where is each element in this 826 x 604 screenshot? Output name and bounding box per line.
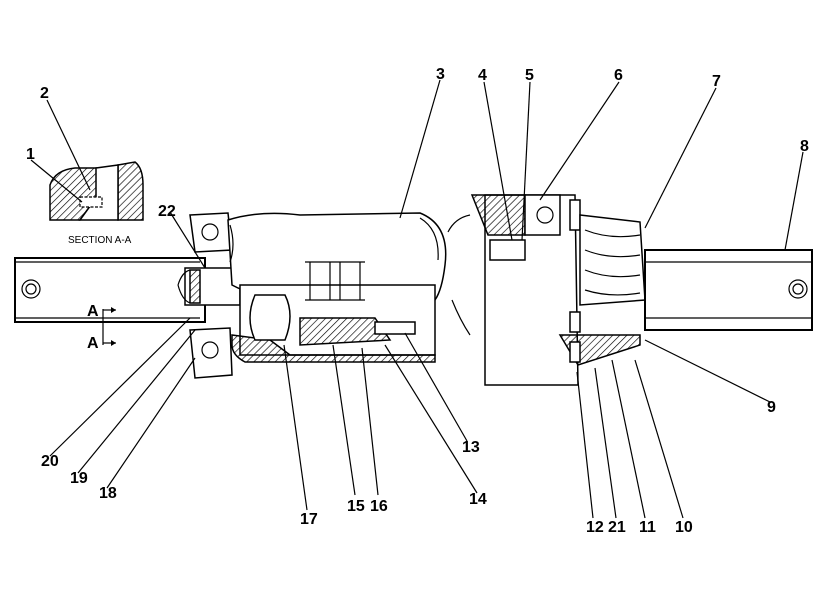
callout-6: 6 xyxy=(614,67,623,84)
callout-9: 9 xyxy=(767,399,776,416)
callout-4: 4 xyxy=(478,67,487,84)
callout-1: 1 xyxy=(26,146,35,163)
callout-15: 15 xyxy=(347,498,365,515)
callout-8: 8 xyxy=(800,138,809,155)
section-markers: A A xyxy=(87,303,116,352)
flange-coupling xyxy=(447,194,641,386)
leader-lines xyxy=(30,79,804,519)
section-marker-bottom: A xyxy=(87,335,99,352)
callout-21: 21 xyxy=(608,519,626,536)
callout-20: 20 xyxy=(41,453,59,470)
callout-14: 14 xyxy=(469,491,487,508)
callout-11: 11 xyxy=(639,519,656,536)
callout-19: 19 xyxy=(70,470,88,487)
right-yoke xyxy=(579,214,813,331)
callout-22: 22 xyxy=(158,203,176,220)
callout-labels: 1 2 3 4 5 6 7 8 9 10 11 12 13 14 15 16 1… xyxy=(26,66,809,536)
slip-yoke-tube xyxy=(227,212,447,363)
callout-3: 3 xyxy=(436,66,445,83)
callout-16: 16 xyxy=(370,498,388,515)
callout-17: 17 xyxy=(300,511,318,528)
callout-5: 5 xyxy=(525,67,534,84)
callout-7: 7 xyxy=(712,73,721,90)
callout-12: 12 xyxy=(586,519,604,536)
section-label: SECTION A-A xyxy=(68,235,132,246)
section-marker-top: A xyxy=(87,303,99,320)
callout-2: 2 xyxy=(40,85,49,102)
section-a-a-inset: SECTION A-A xyxy=(49,161,144,246)
callout-10: 10 xyxy=(675,519,693,536)
callout-13: 13 xyxy=(462,439,480,456)
callout-18: 18 xyxy=(99,485,117,502)
left-yoke xyxy=(14,257,206,323)
